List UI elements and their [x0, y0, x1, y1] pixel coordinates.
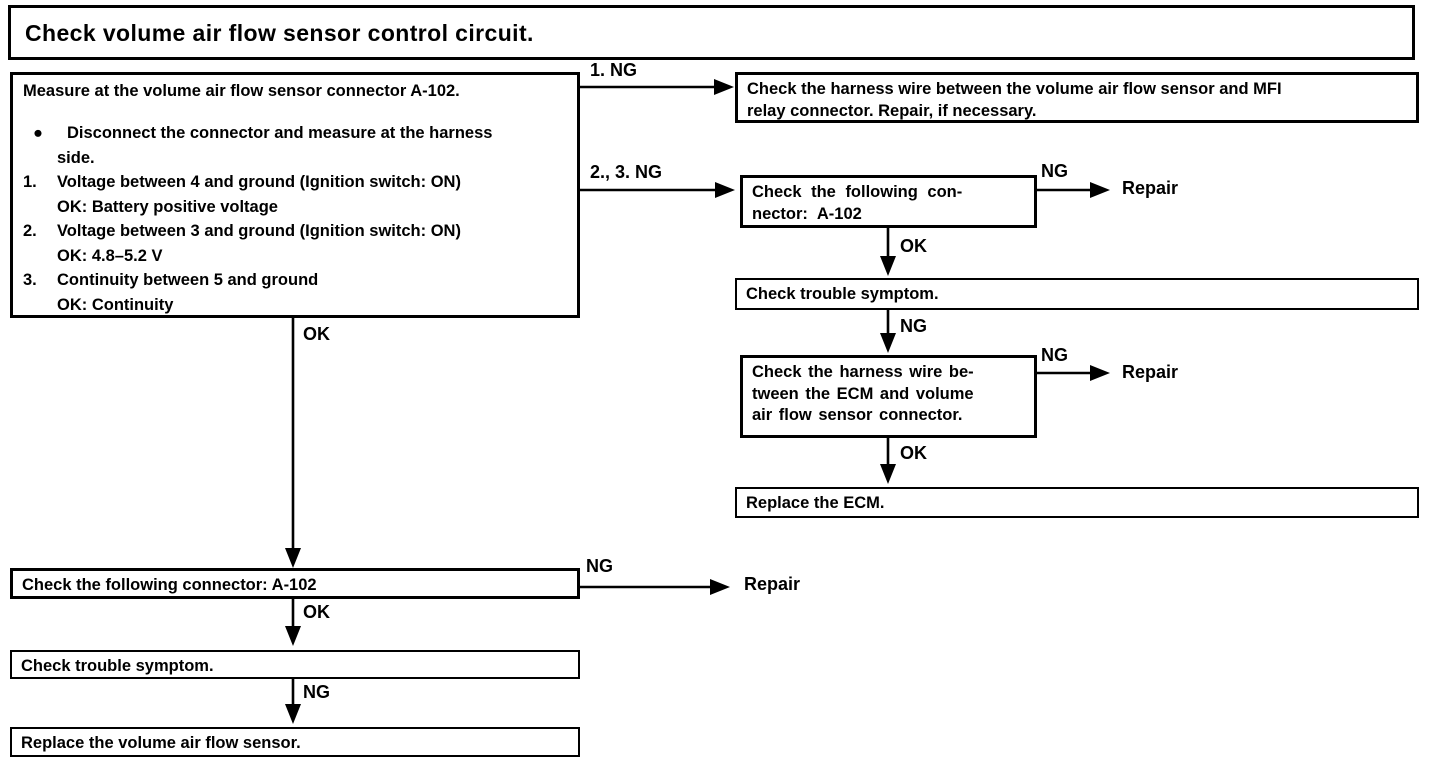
bullet-marker: ●: [33, 124, 43, 142]
connector-right-line1: Check the following con-: [752, 183, 963, 201]
ecm-harness-box: Check the harness wire be- tween the ECM…: [740, 355, 1037, 438]
step-row-3: 3. Continuity between 5 and ground: [23, 268, 567, 293]
bullet-text-line1: Disconnect the connector and measure at …: [67, 124, 493, 142]
label-ng-connector-left: NG: [586, 556, 613, 576]
harness-mfi-line1: Check the harness wire between the volum…: [747, 80, 1282, 98]
connector-right-line2: nector: A-102: [752, 204, 862, 223]
label-ng-trouble-right: NG: [900, 316, 927, 336]
check-connector-left-box: Check the following connector: A-102: [10, 568, 580, 599]
harness-mfi-box: Check the harness wire between the volum…: [735, 72, 1419, 123]
label-2-3-ng: 2., 3. NG: [590, 162, 663, 182]
connector-left-text: Check the following connector: A-102: [22, 576, 317, 594]
measure-heading: Measure at the volume air flow sensor co…: [23, 82, 460, 100]
measure-instructions-box: Measure at the volume air flow sensor co…: [10, 72, 580, 318]
label-1-ng: 1. NG: [590, 60, 638, 80]
check-connector-right-box: Check the following con- nector: A-102: [740, 175, 1037, 228]
check-trouble-symptom-right-box: Check trouble symptom.: [735, 278, 1419, 310]
trouble-left-text: Check trouble symptom.: [21, 657, 214, 675]
label-ok-ecm-harness: OK: [900, 443, 927, 463]
bullet-row: ● Disconnect the connector and measure a…: [23, 121, 567, 146]
page-title: Check volume air flow sensor control cir…: [25, 20, 534, 46]
label-repair-1: Repair: [1122, 178, 1179, 198]
step-3-ok: OK: Continuity: [57, 295, 174, 314]
label-ng-trouble-left: NG: [303, 682, 330, 702]
label-ok-measure: OK: [303, 324, 330, 344]
harness-mfi-line2: relay connector. Repair, if necessary.: [747, 101, 1037, 120]
label-ng-connector-right: NG: [1041, 161, 1068, 181]
measure-list: ● Disconnect the connector and measure a…: [23, 121, 567, 317]
label-ok-connector-right: OK: [900, 236, 927, 256]
ecm-harness-line1: Check the harness wire be-: [752, 363, 974, 381]
step-row-1: 1. Voltage between 4 and ground (Ignitio…: [23, 170, 567, 195]
check-trouble-symptom-left-box: Check trouble symptom.: [10, 650, 580, 679]
bullet-text-line2: side.: [57, 148, 95, 167]
label-repair-3: Repair: [744, 574, 801, 594]
step-3-number: 3.: [23, 271, 37, 289]
step-1-number: 1.: [23, 173, 37, 191]
replace-ecm-text: Replace the ECM.: [746, 494, 885, 512]
step-2-number: 2.: [23, 222, 37, 240]
label-ok-connector-left: OK: [303, 602, 330, 622]
label-repair-2: Repair: [1122, 362, 1179, 382]
trouble-right-text: Check trouble symptom.: [746, 285, 939, 303]
ecm-harness-line3: air flow sensor connector.: [752, 406, 963, 424]
step-3-text: Continuity between 5 and ground: [57, 271, 319, 289]
replace-sensor-text: Replace the volume air flow sensor.: [21, 734, 301, 752]
replace-sensor-box: Replace the volume air flow sensor.: [10, 727, 580, 757]
step-2-text: Voltage between 3 and ground (Ignition s…: [57, 222, 461, 240]
title-box: Check volume air flow sensor control cir…: [8, 5, 1415, 60]
step-2-ok: OK: 4.8–5.2 V: [57, 246, 163, 265]
step-row-2: 2. Voltage between 3 and ground (Ignitio…: [23, 219, 567, 244]
step-1-ok: OK: Battery positive voltage: [57, 197, 278, 216]
replace-ecm-box: Replace the ECM.: [735, 487, 1419, 518]
ecm-harness-line2: tween the ECM and volume: [752, 384, 974, 403]
label-ng-ecm-harness: NG: [1041, 345, 1068, 365]
step-1-text: Voltage between 4 and ground (Ignition s…: [57, 173, 461, 191]
